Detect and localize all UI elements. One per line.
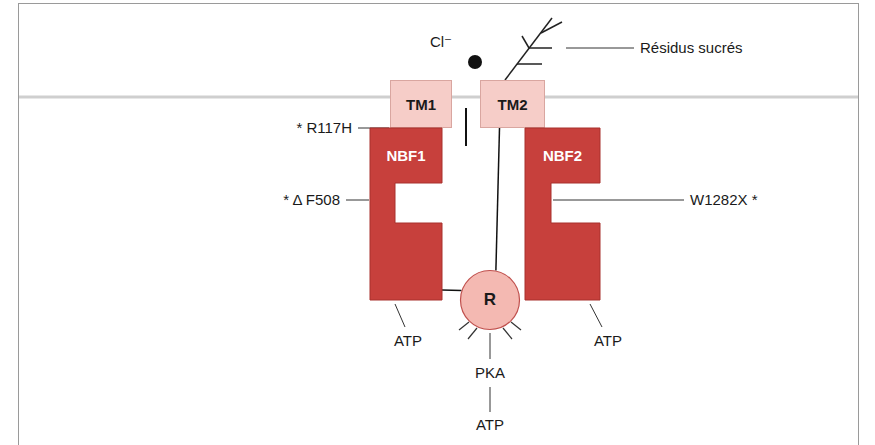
- transmembrane-box: TM2: [480, 80, 545, 128]
- ion-label: Cl⁻: [430, 33, 452, 51]
- mutation-label: * R117H: [296, 119, 352, 137]
- leader-lines: [346, 48, 684, 412]
- node-label: TM1: [390, 80, 452, 128]
- node-label: R: [460, 270, 520, 330]
- nucleotide-binding-fold: NBF1: [370, 128, 442, 300]
- regulatory-domain: R: [460, 270, 520, 330]
- connector-line: [496, 128, 500, 271]
- frame: [19, 4, 859, 445]
- molecule-label: ATP: [594, 332, 622, 350]
- node-label: NBF1: [370, 128, 442, 183]
- connector-line: [442, 289, 462, 291]
- node-label: NBF2: [525, 128, 600, 183]
- enzyme-label: PKA: [475, 364, 505, 382]
- mutation-label: W1282X *: [690, 191, 758, 209]
- transmembrane-box: TM1: [390, 80, 452, 128]
- molecule-label: ATP: [476, 416, 504, 434]
- mutation-label: * Δ F508: [283, 191, 340, 209]
- molecule-label: ATP: [394, 332, 422, 350]
- annotation-label: Résidus sucrés: [640, 39, 743, 57]
- pore-line: [465, 108, 467, 146]
- nucleotide-binding-fold: NBF2: [525, 128, 600, 300]
- chloride-ion: [468, 55, 482, 69]
- sugar-tree: [505, 18, 562, 80]
- node-label: TM2: [480, 80, 545, 128]
